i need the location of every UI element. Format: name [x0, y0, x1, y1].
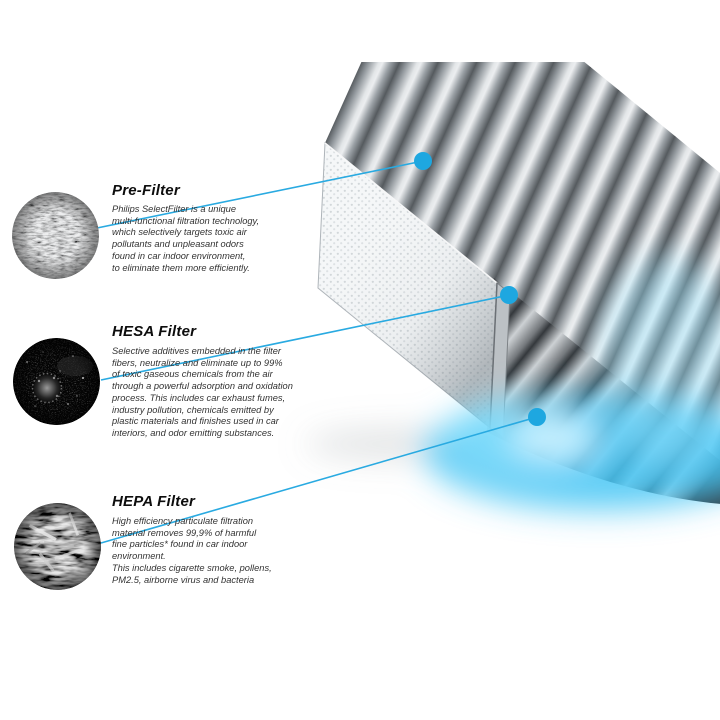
pre-filter-title: Pre-Filter [112, 182, 180, 199]
pre-filter-micrograph [12, 192, 99, 279]
hepa-filter-layer-dot [528, 408, 546, 426]
hepa-filter-title: HEPA Filter [112, 493, 196, 510]
callout-connectors [96, 152, 546, 544]
hepa-filter-callout-line [100, 416, 538, 544]
pre-filter-callout-line [96, 160, 424, 229]
pre-filter-layer-dot [414, 152, 432, 170]
hesa-filter-micrograph [13, 338, 100, 425]
blue-glow [305, 255, 720, 510]
pre-filter-description: Philips SelectFilter is a unique multi-f… [112, 204, 260, 273]
mesh-front-face [317, 141, 511, 438]
hesa-filter-description: Selective additives embedded in the filt… [112, 346, 293, 438]
hepa-filter-description: High efficiency particulate filtration m… [112, 516, 272, 585]
hesa-filter-layer-dot [500, 286, 518, 304]
hepa-filter-micrograph [14, 503, 101, 590]
hesa-filter-title: HESA Filter [112, 323, 197, 340]
hesa-filter-callout-line [100, 294, 510, 381]
